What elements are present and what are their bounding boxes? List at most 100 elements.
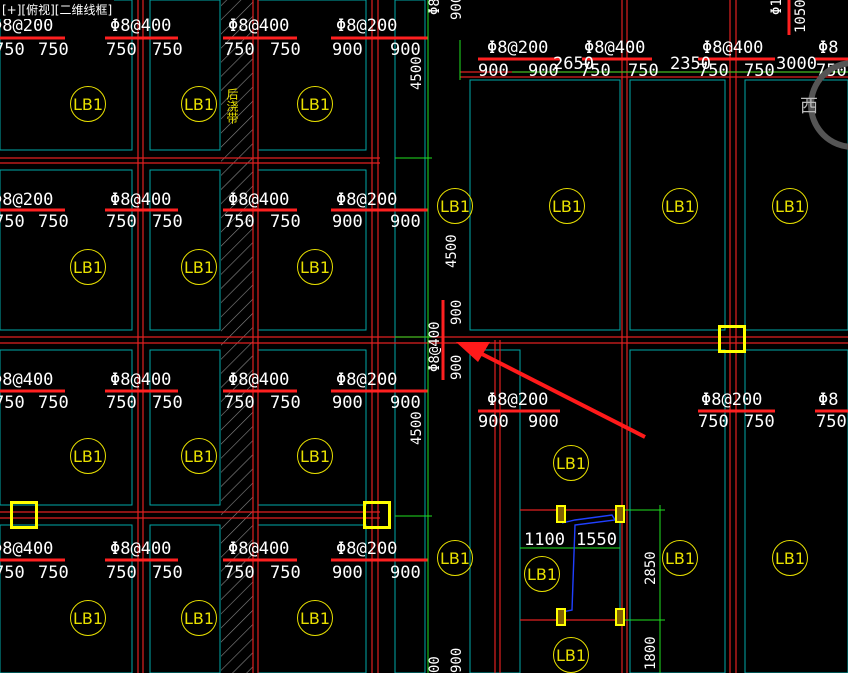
dimension-label: 750	[628, 61, 659, 81]
dimension-label: 900	[478, 412, 509, 432]
slab-tag-lb1[interactable]: LB1	[70, 249, 106, 285]
structural-column[interactable]	[10, 501, 38, 529]
structural-column[interactable]	[718, 325, 746, 353]
dimension-label: 750	[152, 212, 183, 232]
viewport-controls-label[interactable]: [+][俯视][二维线框]	[0, 0, 115, 19]
viewcube-direction-label[interactable]: 西	[800, 96, 818, 117]
vertical-dimension-label: 00	[427, 656, 443, 673]
dimension-label: Φ8@200	[0, 190, 54, 210]
dimension-label: Φ8@400	[228, 539, 290, 559]
dimension-label: 1100	[524, 530, 565, 550]
vertical-dimension-label: 4500	[444, 234, 460, 268]
stair-column[interactable]	[556, 608, 566, 626]
dimension-label: 900	[528, 61, 559, 81]
dimension-label: 750	[0, 40, 25, 60]
dimension-label: 1550	[576, 530, 617, 550]
dimension-label: 900	[390, 212, 421, 232]
vertical-dimension-label: 900	[449, 299, 465, 325]
dimension-label: 900	[390, 563, 421, 583]
dimension-label: Φ8@200	[0, 16, 54, 36]
slab-tag-lb1[interactable]: LB1	[181, 438, 217, 474]
slab-tag-lb1[interactable]: LB1	[437, 540, 473, 576]
dimension-label: Φ8@400	[228, 190, 290, 210]
dimension-label: 750	[816, 412, 847, 432]
dimension-label: Φ8@200	[487, 390, 549, 410]
dimension-label: Φ8@400	[110, 190, 172, 210]
slab-tag-lb1[interactable]: LB1	[662, 188, 698, 224]
structural-column[interactable]	[363, 501, 391, 529]
dimension-label: Φ8@200	[336, 539, 398, 559]
slab-tag-lb1[interactable]: LB1	[70, 86, 106, 122]
dimension-lines	[395, 0, 848, 673]
dimension-label: Φ8	[818, 38, 839, 58]
dimension-label: 750	[106, 40, 137, 60]
slab-tag-lb1[interactable]: LB1	[437, 188, 473, 224]
dimension-label: 750	[106, 393, 137, 413]
dimension-label: 3000	[776, 54, 817, 74]
slab-tag-lb1[interactable]: LB1	[297, 86, 333, 122]
stair-column[interactable]	[556, 505, 566, 523]
stair-column[interactable]	[615, 505, 625, 523]
rebar-marker-lines	[0, 0, 848, 562]
dimension-label: Φ8	[818, 390, 839, 410]
slab-tag-lb1[interactable]: LB1	[553, 445, 589, 481]
slab-tag-lb1[interactable]: LB1	[772, 188, 808, 224]
dimension-label: 900	[332, 563, 363, 583]
dimension-label: 750	[270, 212, 301, 232]
dimension-label: Φ8@200	[336, 370, 398, 390]
vertical-dimension-label: 900	[449, 354, 465, 380]
dimension-label: Φ8@400	[110, 16, 172, 36]
dimension-label: 750	[270, 393, 301, 413]
slab-tag-lb1[interactable]: LB1	[181, 249, 217, 285]
slab-tag-lb1[interactable]: LB1	[181, 600, 217, 636]
dimension-label: 750	[744, 61, 775, 81]
dimension-label: 750	[224, 563, 255, 583]
dimension-label: Φ8@400	[0, 539, 54, 559]
dimension-label: 750	[152, 40, 183, 60]
dimension-label: Φ8@400	[228, 16, 290, 36]
dimension-label: 750	[152, 393, 183, 413]
slab-tag-lb1[interactable]: LB1	[524, 556, 560, 592]
slab-tag-lb1[interactable]: LB1	[297, 438, 333, 474]
vertical-dimension-label: Φ1	[769, 0, 785, 15]
dimension-label: 750	[270, 40, 301, 60]
dimension-label: 900	[332, 40, 363, 60]
dimension-label: Φ8@400	[110, 539, 172, 559]
slab-tag-lb1[interactable]: LB1	[70, 600, 106, 636]
slab-tag-lb1[interactable]: LB1	[662, 540, 698, 576]
dimension-label: 900	[332, 393, 363, 413]
dimension-label: 750	[224, 393, 255, 413]
vertical-dimension-label: 900	[449, 0, 465, 20]
dimension-label: Φ8@400	[584, 38, 646, 58]
dimension-label: 900	[390, 393, 421, 413]
dimension-label: 750	[0, 563, 25, 583]
vertical-dimension-label: Φ8@400	[427, 321, 443, 372]
vertical-dimension-label: Φ8	[427, 0, 443, 15]
dimension-label: 750	[224, 212, 255, 232]
slab-tag-lb1[interactable]: LB1	[553, 637, 589, 673]
stair-column[interactable]	[615, 608, 625, 626]
dimension-label: 750	[224, 40, 255, 60]
dimension-label: Φ8@400	[702, 38, 764, 58]
dimension-label: 750	[106, 563, 137, 583]
dimension-label: Φ8@200	[336, 190, 398, 210]
slab-tag-lb1[interactable]: LB1	[70, 438, 106, 474]
dimension-label: 750	[106, 212, 137, 232]
dimension-label: 900	[390, 40, 421, 60]
slab-tag-lb1[interactable]: LB1	[549, 188, 585, 224]
post-pour-strip-label: 后浇带	[225, 88, 239, 124]
slab-tag-lb1[interactable]: LB1	[297, 600, 333, 636]
dimension-label: 750	[698, 61, 729, 81]
dimension-label: 750	[580, 61, 611, 81]
slab-tag-lb1[interactable]: LB1	[181, 86, 217, 122]
vertical-dimension-label: 2850	[643, 551, 659, 585]
slab-tag-lb1[interactable]: LB1	[772, 540, 808, 576]
dimension-label: 2350	[670, 54, 711, 74]
dimension-label: 750	[0, 393, 25, 413]
dimension-label: 750	[152, 563, 183, 583]
slab-tag-lb1[interactable]: LB1	[297, 249, 333, 285]
dimension-label: 750	[270, 563, 301, 583]
